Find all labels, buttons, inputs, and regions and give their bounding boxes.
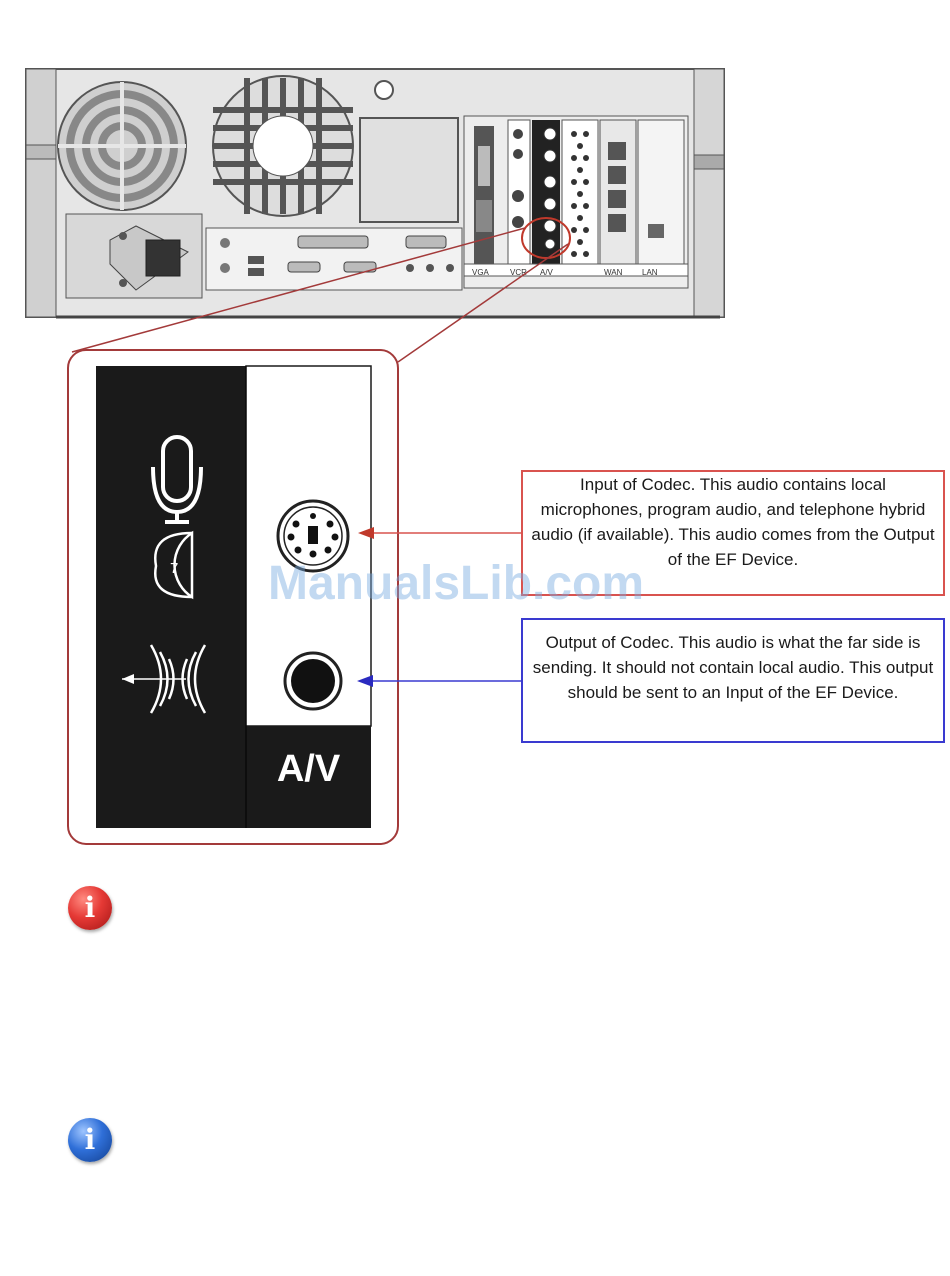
expansion-cards	[463, 115, 689, 289]
zoom-highlight-ellipse	[521, 217, 571, 259]
microphone-icon	[151, 435, 203, 524]
output-codec-callout: Output of Codec. This audio is what the …	[521, 618, 945, 743]
info-glyph-blue: i	[84, 1123, 96, 1156]
input-arrowhead	[358, 527, 374, 539]
power-inlet	[65, 213, 203, 299]
info-icon-red: i	[68, 886, 112, 930]
rca-output-port	[283, 651, 343, 711]
av-panel-label: A/V	[276, 748, 341, 790]
rear-label-wan: WAN	[604, 268, 623, 277]
info-glyph-red: i	[84, 891, 96, 924]
fan-grid-right	[212, 75, 354, 217]
watermark: ManualsLib.com	[268, 557, 645, 610]
channel-number: 7	[170, 560, 178, 577]
rear-label-av: A/V	[540, 268, 554, 277]
input-codec-callout: Input of Codec. This audio contains loca…	[521, 470, 945, 596]
rear-label-vga: VGA	[472, 268, 490, 277]
channel-number-icon	[154, 530, 194, 600]
zoom-line-left	[71, 227, 526, 353]
fan-grille-left	[57, 81, 187, 211]
zoom-line-right	[397, 243, 569, 363]
audio-output-icon	[122, 644, 207, 714]
rear-label-lan: LAN	[642, 268, 658, 277]
mini-din-input-port	[276, 499, 350, 573]
info-icon-blue: i	[68, 1118, 112, 1162]
output-arrowhead	[357, 675, 373, 687]
computer-rear-panel: VGA VCR A/V WAN LAN	[25, 68, 725, 319]
rear-label-vcr: VCR	[510, 268, 527, 277]
